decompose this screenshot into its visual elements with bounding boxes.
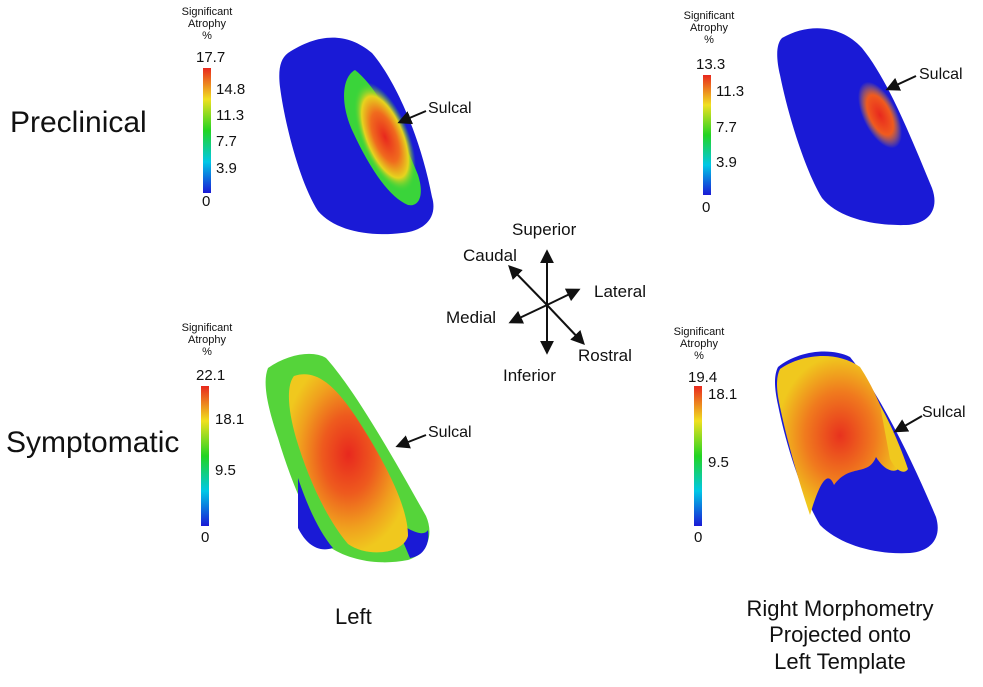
column-label-right-line2: Projected onto (769, 622, 911, 648)
sulcal-label-tl: Sulcal (428, 100, 472, 117)
colorbar-min-tl: 0 (202, 193, 211, 210)
sulcal-label-bl: Sulcal (428, 424, 472, 441)
sulcal-arrow-tl (397, 110, 427, 125)
orientation-superior: Superior (512, 220, 577, 239)
colorbar-min-br: 0 (694, 529, 703, 546)
row-label-preclinical: Preclinical (10, 106, 147, 139)
colorbar-title-line2: Atrophy (690, 22, 728, 34)
colorbar-max-tr: 13.3 (696, 56, 726, 73)
colorbar-tick-tr-0: 11.3 (716, 83, 745, 100)
colorbar-title-bl: Significant Atrophy % (172, 322, 242, 358)
sulcal-arrow-br (893, 415, 923, 433)
arrow-caudal (508, 264, 548, 306)
colorbar-tick-bl-0: 18.1 (215, 411, 245, 428)
colorbar-title-line3: % (202, 346, 212, 358)
brain-surface-tr (777, 28, 935, 226)
colorbar-tick-br-1: 9.5 (708, 454, 729, 471)
colorbar-tick-br-0: 18.1 (708, 386, 738, 403)
colorbar-tick-tl-1: 11.3 (216, 107, 245, 124)
arrow-lateral (546, 288, 581, 306)
colorbar-min-tr: 0 (702, 199, 711, 216)
colorbar-title-line3: % (202, 30, 212, 42)
column-label-right-line3: Left Template (774, 648, 906, 674)
colorbar-max-br: 19.4 (688, 369, 718, 386)
sulcal-label-tr: Sulcal (919, 66, 963, 83)
colorbar-br (694, 386, 702, 526)
orientation-lateral: Lateral (594, 282, 646, 301)
orientation-medial: Medial (446, 308, 497, 327)
orientation-inferior: Inferior (503, 366, 556, 385)
arrow-rostral (546, 304, 585, 346)
sulcal-label-br: Sulcal (922, 404, 966, 421)
column-label-left: Left (335, 604, 372, 629)
colorbar-title-tl: Significant Atrophy % (172, 6, 242, 42)
colorbar-tick-tr-1: 7.7 (716, 119, 737, 136)
colorbar-max-bl: 22.1 (196, 367, 226, 384)
colorbar-title-line2: Atrophy (188, 18, 226, 30)
colorbar-title-line1: Significant (181, 322, 233, 334)
arrow-medial (508, 304, 548, 324)
colorbar-tick-bl-1: 9.5 (215, 462, 236, 479)
colorbar-title-line2: Atrophy (188, 334, 226, 346)
orientation-rostral: Rostral (578, 346, 632, 365)
colorbar-tick-tl-3: 3.9 (216, 160, 237, 177)
colorbar-title-line2: Atrophy (680, 338, 718, 350)
colorbar-tick-tl-0: 14.8 (216, 81, 246, 98)
orientation-caudal: Caudal (463, 246, 517, 265)
colorbar-min-bl: 0 (201, 529, 210, 546)
column-label-right-line1: Right Morphometry (746, 596, 934, 621)
colorbar-title-line3: % (704, 34, 714, 46)
colorbar-tick-tr-2: 3.9 (716, 154, 737, 171)
brain-surface-tl (279, 37, 434, 235)
brain-surface-bl (265, 353, 430, 563)
brain-surface-br (775, 351, 938, 554)
colorbar-title-tr: Significant Atrophy % (674, 10, 744, 46)
colorbar-title-line3: % (694, 350, 704, 362)
colorbar-tr (703, 75, 711, 195)
colorbar-title-line1: Significant (181, 6, 233, 18)
colorbar-title-br: Significant Atrophy % (664, 326, 734, 362)
orientation-compass (508, 249, 585, 355)
sulcal-arrow-tr (885, 75, 917, 91)
sulcal-arrow-bl (395, 434, 427, 449)
colorbar-tick-tl-2: 7.7 (216, 133, 237, 150)
colorbar-title-line1: Significant (683, 10, 735, 22)
colorbar-tl (203, 68, 211, 193)
colorbar-max-tl: 17.7 (196, 49, 226, 66)
colorbar-bl (201, 386, 209, 526)
row-label-symptomatic: Symptomatic (6, 426, 180, 459)
column-label-right: Right Morphometry Projected onto Left Te… (715, 596, 965, 675)
colorbar-title-line1: Significant (673, 326, 725, 338)
